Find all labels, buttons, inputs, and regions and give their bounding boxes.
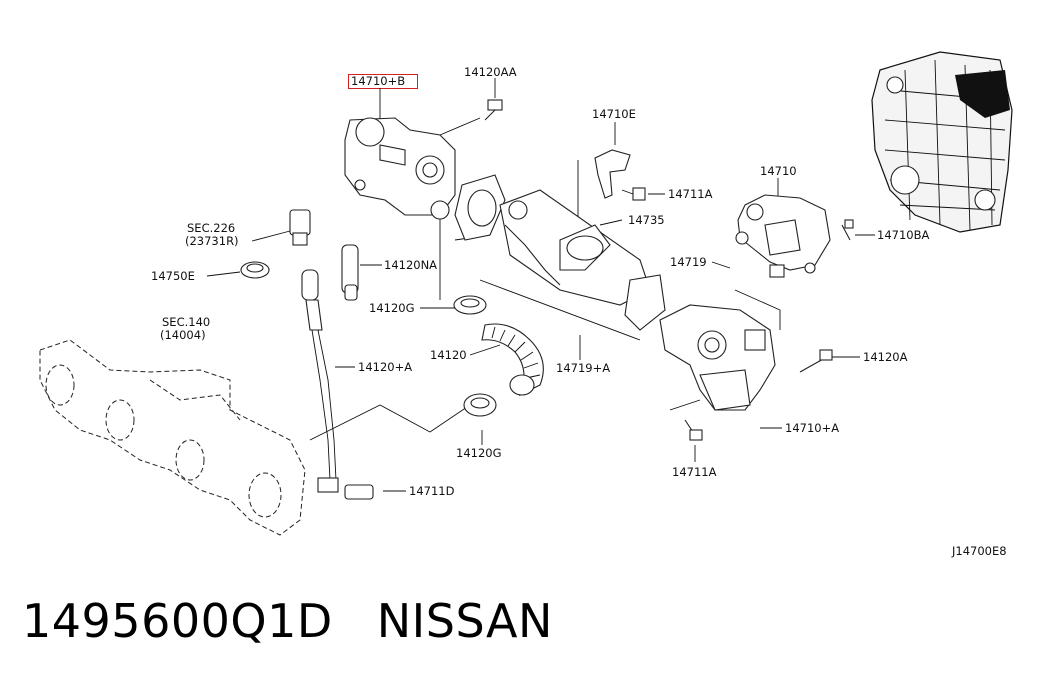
label-14711A-bottom[interactable]: 14711A [672, 465, 717, 479]
label-14120NA[interactable]: 14120NA [384, 258, 437, 272]
label-sec226[interactable]: SEC.226 [187, 221, 235, 235]
clamp-14120G-top [453, 295, 487, 315]
label-23731R[interactable]: (23731R) [185, 234, 239, 248]
label-14711A-top[interactable]: 14711A [668, 187, 713, 201]
parts-diagram: 14710+B 14120AA 14710E 14711A 14710 1473… [39, 51, 1013, 558]
label-14120A-left[interactable]: 14120+A [358, 360, 412, 374]
bolt-14711A-bottom [684, 419, 703, 441]
bolt-14120A-right [799, 349, 833, 373]
egr-cooler [499, 189, 666, 331]
engine-thumbnail [871, 51, 1013, 233]
label-14719[interactable]: 14719 [670, 255, 707, 269]
label-14750E[interactable]: 14750E [151, 269, 195, 283]
gasket-14719 [454, 174, 506, 241]
clamp-14750E [240, 261, 270, 279]
exhaust-manifold [39, 339, 306, 536]
label-14710[interactable]: 14710 [760, 164, 797, 178]
brand-name: NISSAN [376, 594, 553, 648]
label-14004[interactable]: (14004) [160, 328, 206, 342]
clamp-14120G-bottom [463, 393, 497, 417]
part-labels: 14710+B 14120AA 14710E 14711A 14710 1473… [151, 65, 1007, 558]
label-14120G-top[interactable]: 14120G [369, 301, 415, 315]
bracket-14710E [594, 149, 631, 199]
bolt-14710BA [841, 219, 854, 241]
label-14710A[interactable]: 14710+A [785, 421, 839, 435]
label-14710BA[interactable]: 14710BA [877, 228, 929, 242]
egr-valve-14710 [735, 194, 831, 278]
sensor-23731R [289, 209, 311, 246]
label-14120[interactable]: 14120 [430, 348, 467, 362]
bolt-14711A-top [621, 187, 646, 201]
label-14710B-highlighted[interactable]: 14710+B [351, 74, 405, 88]
label-14120AA[interactable]: 14120AA [464, 65, 517, 79]
flex-hose-14120 [481, 323, 544, 397]
label-14719A[interactable]: 14719+A [556, 361, 610, 375]
egr-valve-lower [659, 304, 776, 411]
label-14120A-right[interactable]: 14120A [863, 350, 908, 364]
footer-title: 1495600Q1D NISSAN [22, 594, 553, 648]
highlighted-part-box [348, 74, 418, 89]
label-14120G-bottom[interactable]: 14120G [456, 446, 502, 460]
label-sec140[interactable]: SEC.140 [162, 315, 210, 329]
part-number: 1495600Q1D [22, 594, 333, 648]
bolt-14120AA [484, 99, 503, 121]
egr-tube-14120A [301, 269, 374, 500]
diagram-code: J14700E8 [951, 544, 1007, 558]
label-14710E[interactable]: 14710E [592, 107, 636, 121]
hose-14120NA [341, 244, 359, 301]
label-14711D[interactable]: 14711D [409, 484, 455, 498]
label-14735[interactable]: 14735 [628, 213, 665, 227]
leader-lines [206, 78, 875, 492]
egr-valve-top [344, 117, 456, 220]
